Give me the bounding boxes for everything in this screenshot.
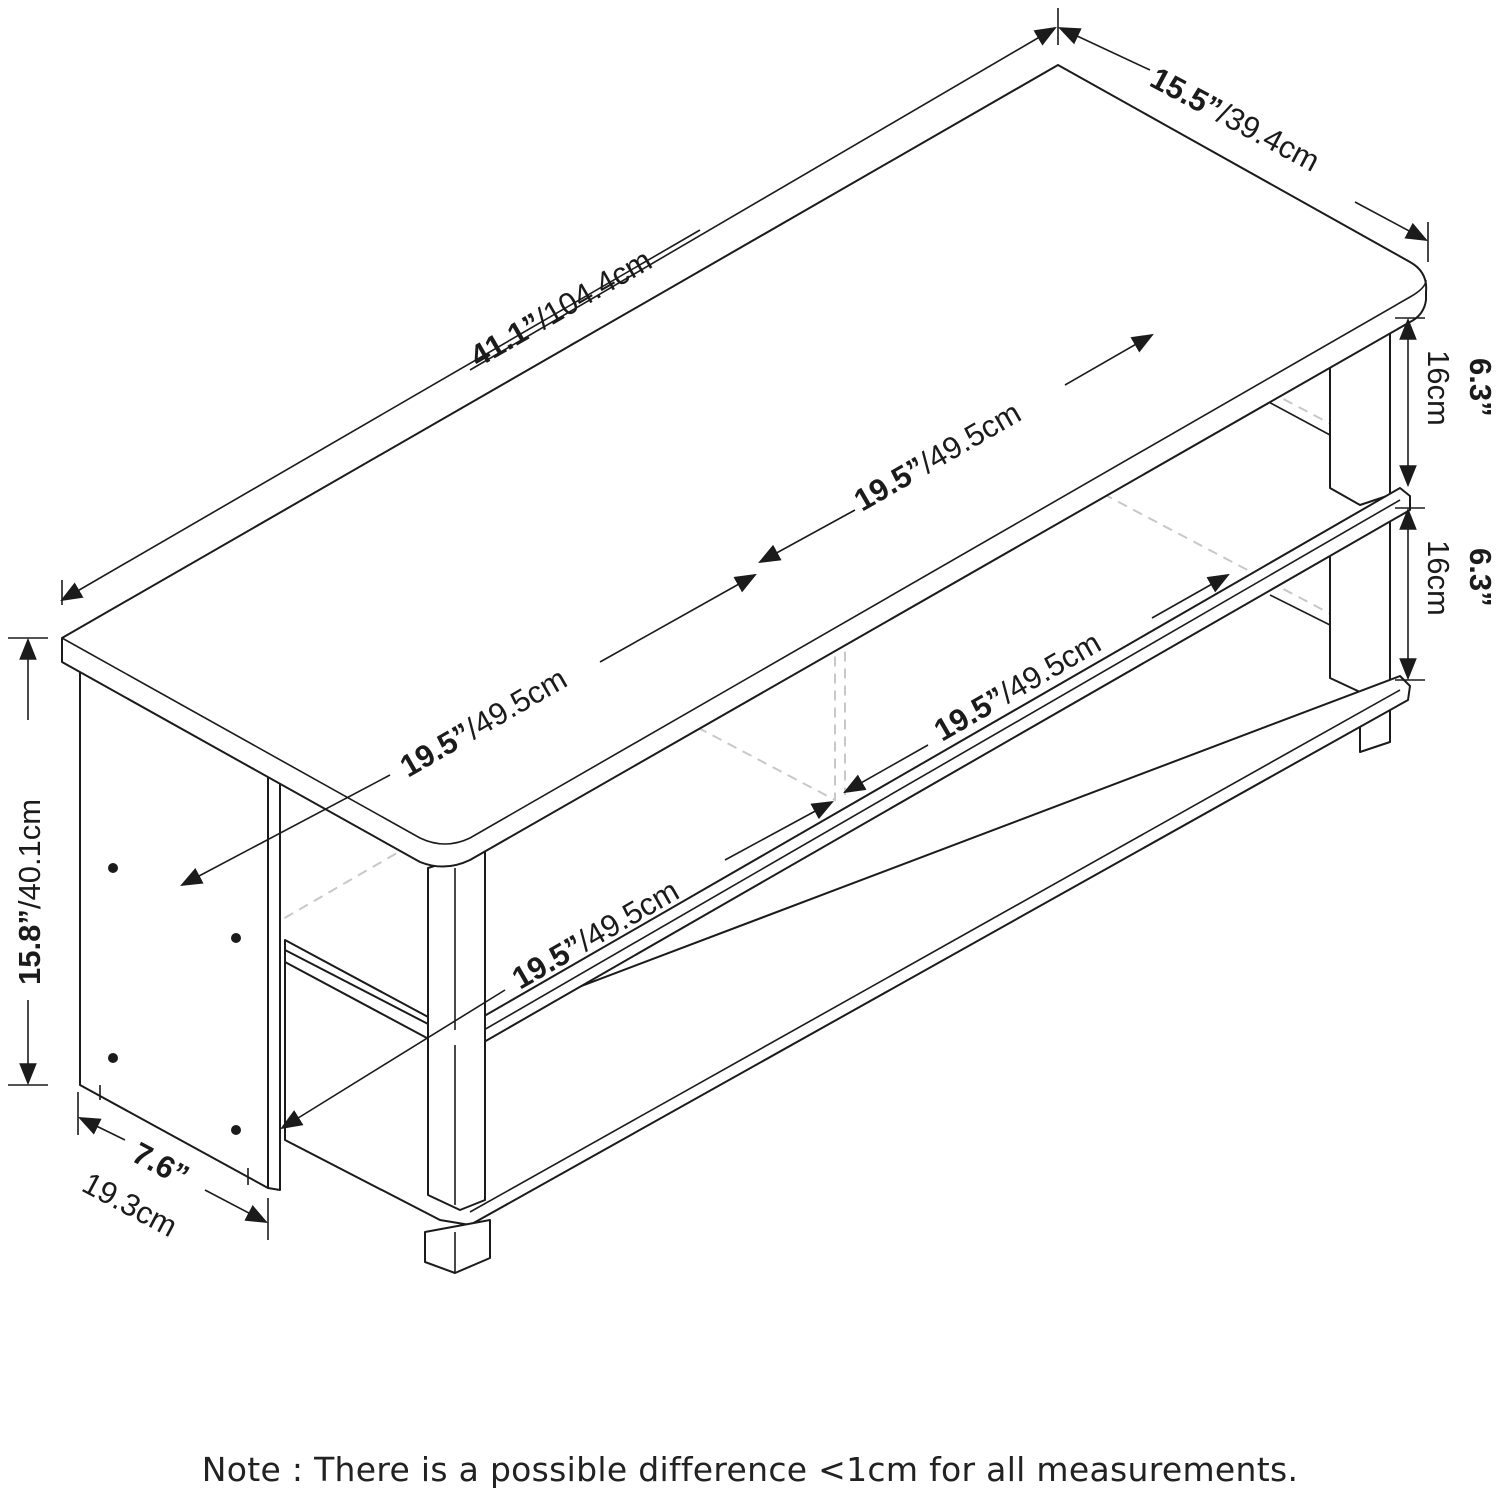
width-arrow-right: [469, 26, 1057, 371]
front-leg: [427, 849, 486, 1211]
span-mid-rear-left: [843, 744, 929, 794]
depth-arrow-right: [1354, 201, 1428, 242]
top-board-front-edge: [61, 279, 1427, 845]
screw-hole: [231, 933, 241, 943]
side-depth-imperial: 7.6”: [127, 1135, 195, 1193]
span-top-front-left: [180, 774, 391, 887]
span-top-rear-left: [758, 509, 856, 564]
gap-upper-metric: 16cm: [1421, 350, 1456, 426]
span-mid-front-left: [280, 989, 506, 1130]
screw-hole: [108, 1053, 118, 1063]
side-arrow-right: [204, 1189, 268, 1224]
height-label: 15.8”/40.1cm: [12, 799, 47, 985]
gap-upper-imperial: 6.3”: [1463, 358, 1498, 417]
middle-shelf-front-edge: [469, 499, 1401, 1039]
top-board: [61, 64, 1428, 868]
side-arrow-left: [78, 1117, 126, 1141]
screw-hole: [231, 1125, 241, 1135]
gap-lower-imperial: 6.3”: [1463, 548, 1498, 607]
tv-stand: [61, 64, 1428, 1274]
span-mid-rear-right: [1151, 573, 1230, 619]
shelf-inner-top: [1264, 399, 1331, 436]
front-foot: [424, 1219, 491, 1274]
screw-hole: [108, 863, 118, 873]
depth-arrow-left: [1058, 27, 1151, 71]
dimension-lines: [8, 8, 1429, 1240]
measurement-note: Note : There is a possible difference <1…: [201, 1450, 1299, 1489]
hidden-divider-back: [664, 334, 846, 795]
span-mid-front-right: [724, 800, 834, 861]
span-top-rear-right: [1064, 333, 1154, 386]
span-top-front-right: [599, 573, 757, 663]
hidden-mid-rear-right: [1057, 469, 1381, 641]
bottom-shelf-front-edge: [469, 689, 1401, 1213]
gap-lower-metric: 16cm: [1421, 540, 1456, 616]
width-arrow-left-seg: [60, 229, 701, 602]
shelf-inner-mid: [1269, 594, 1331, 626]
